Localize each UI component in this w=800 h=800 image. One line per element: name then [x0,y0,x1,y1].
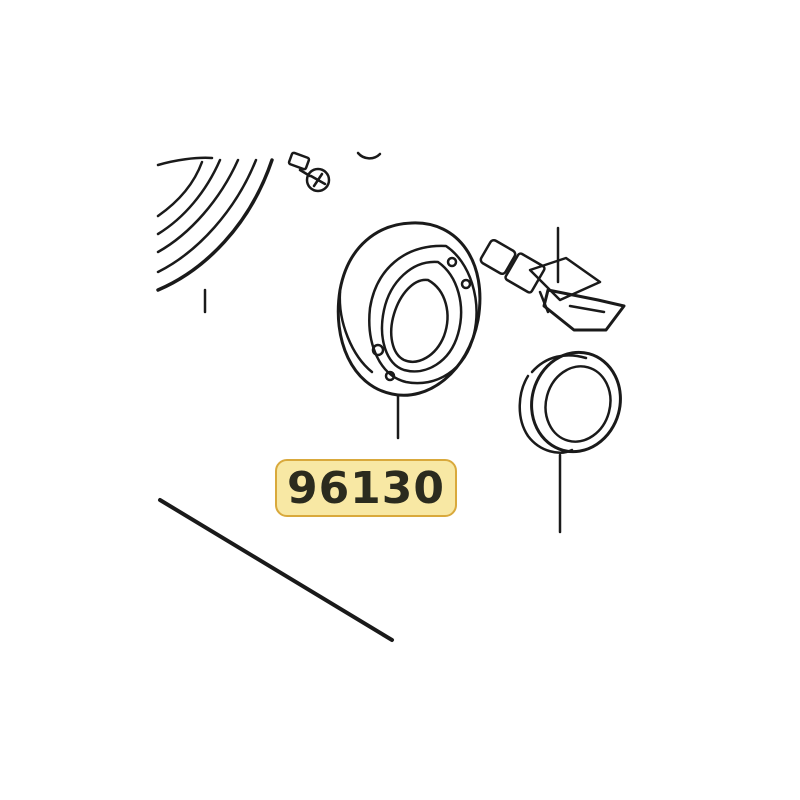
housing-edge [158,498,394,642]
bearing [336,221,482,397]
part-number-callout[interactable]: 96130 [275,459,457,517]
sensor [479,238,626,332]
cap [518,350,622,454]
housing-arc [156,156,274,292]
screw [287,151,382,193]
